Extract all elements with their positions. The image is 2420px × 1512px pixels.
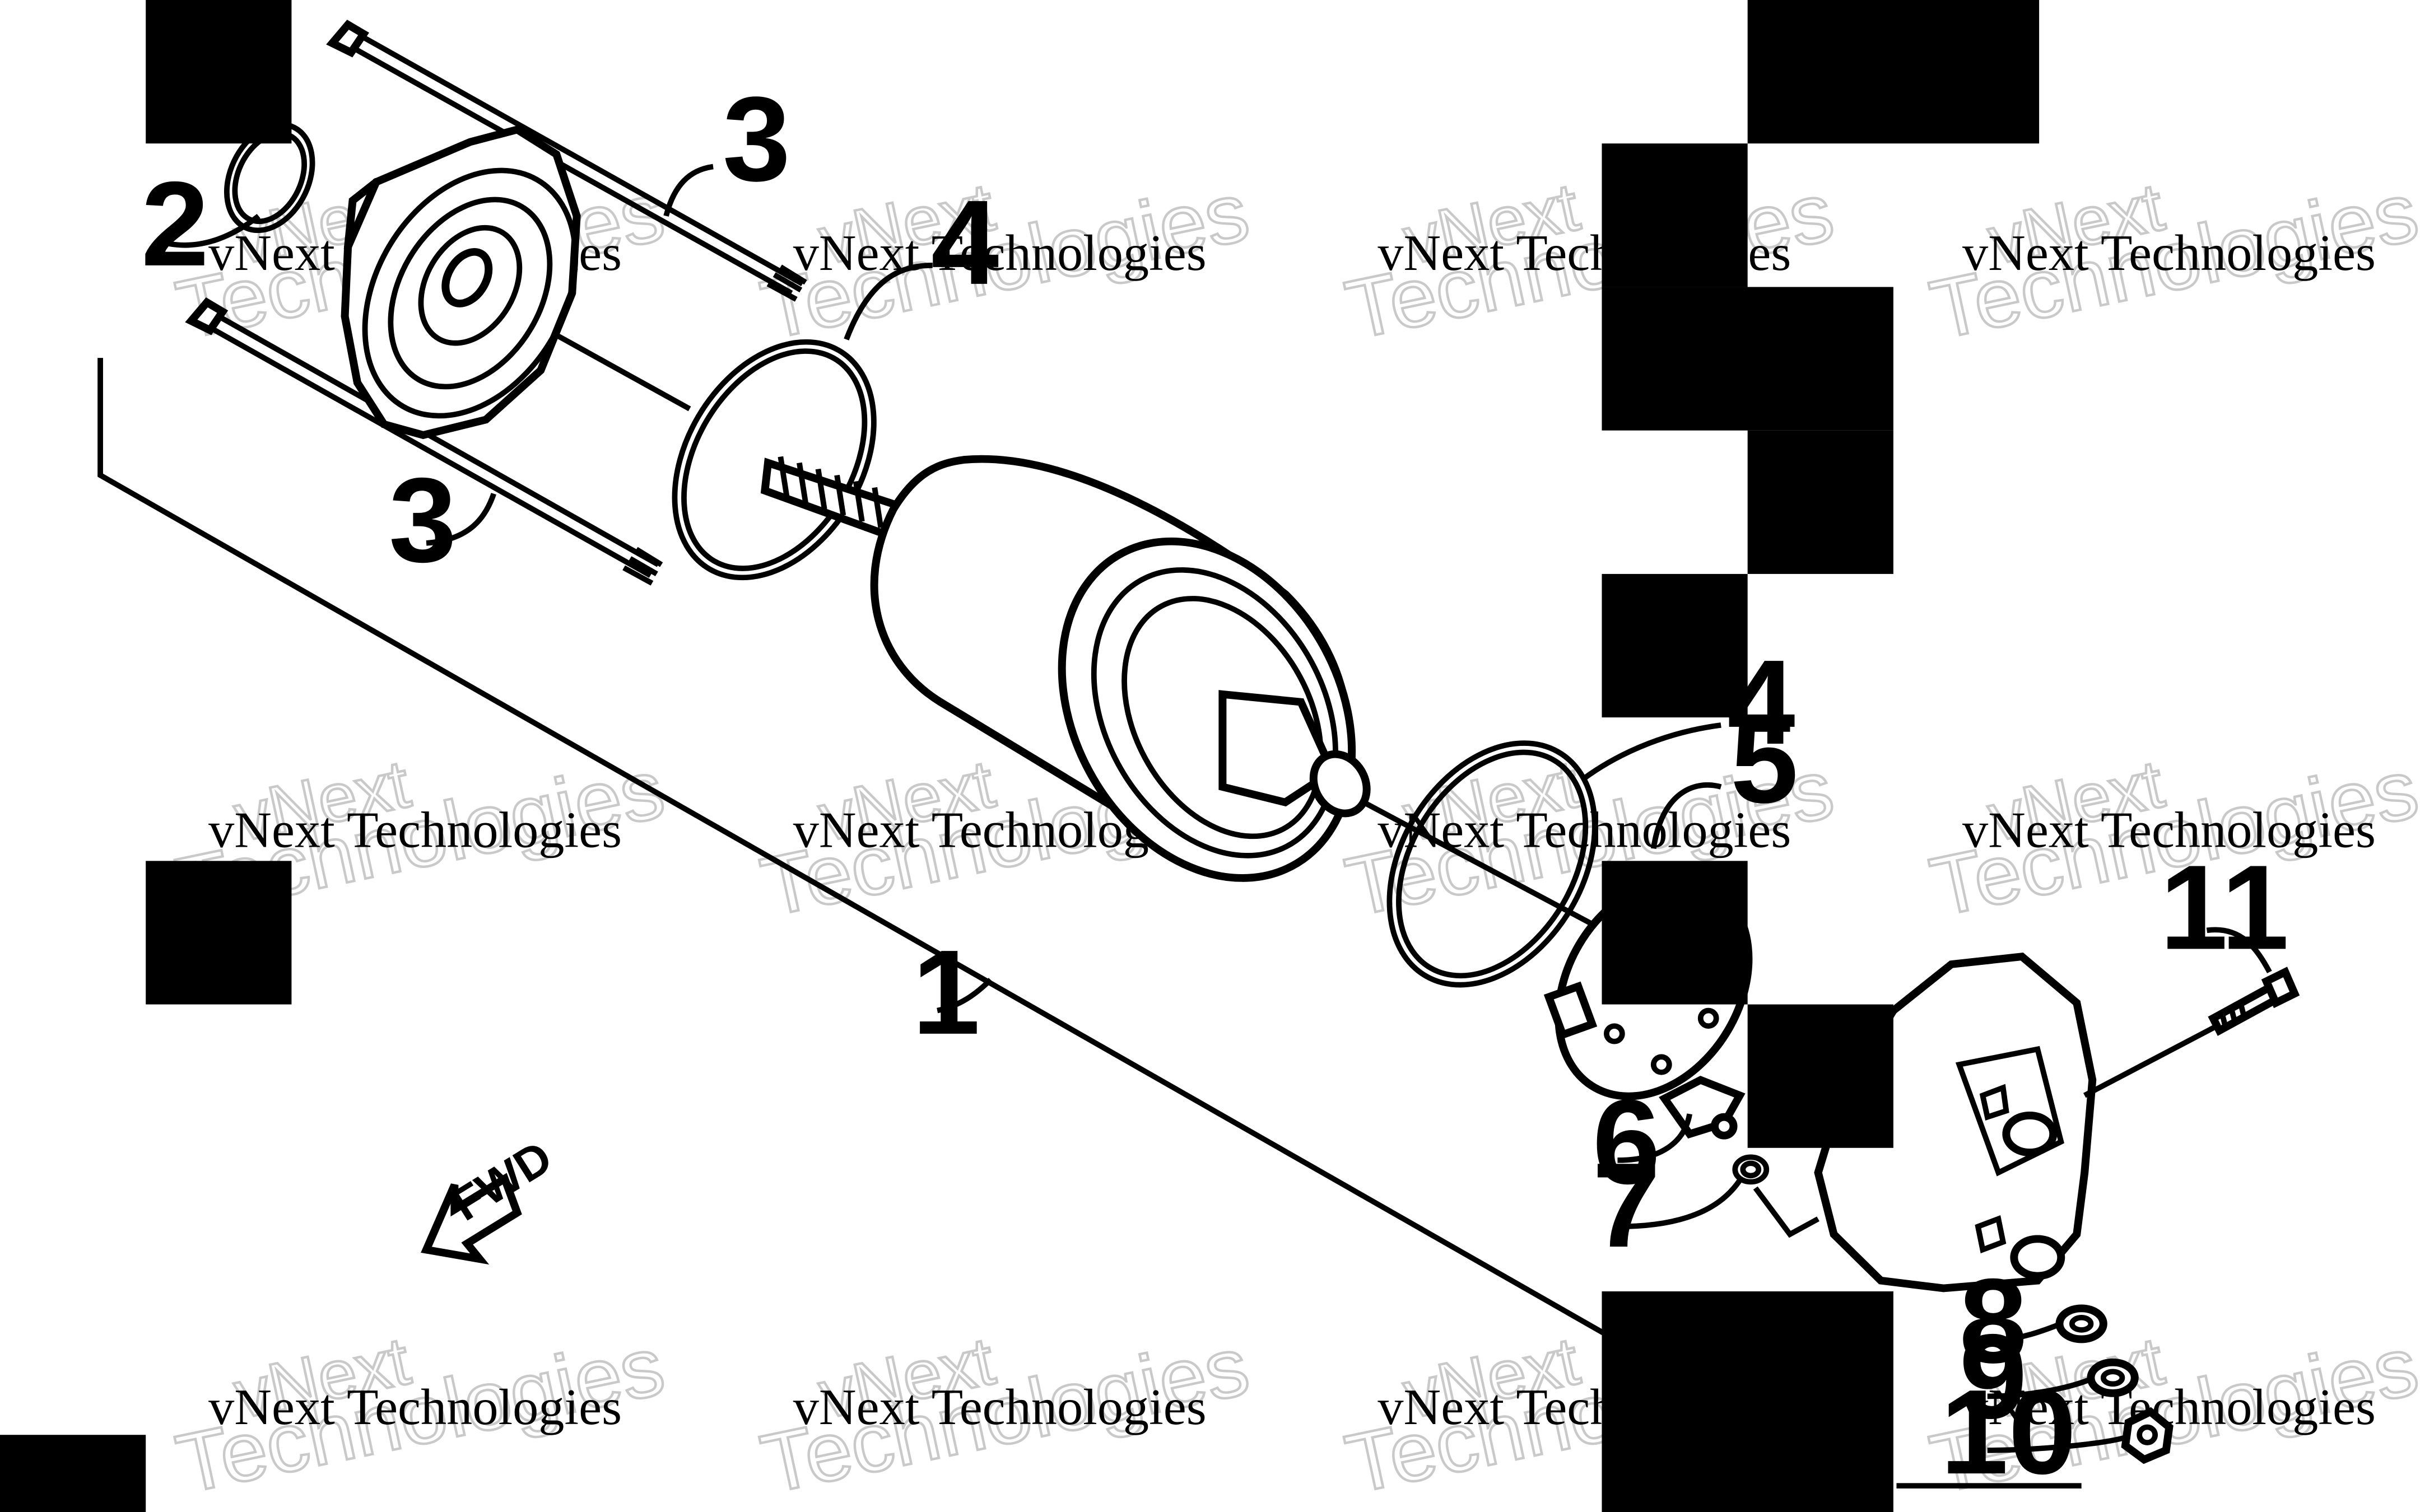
- front-end-cover: [341, 125, 581, 440]
- washer-9: [2087, 1358, 2139, 1397]
- callout-number: 8: [1959, 1253, 2027, 1388]
- motor-armature: [760, 455, 1371, 882]
- callout-number: 7: [1593, 1138, 1660, 1272]
- axis-line: [2083, 1019, 2227, 1098]
- hex-nut: [2121, 1407, 2174, 1464]
- redaction-block: [1747, 1004, 1893, 1148]
- redaction-block: [1602, 861, 1748, 1005]
- redaction-block: [146, 0, 292, 144]
- through-bolt-lower: [185, 297, 663, 586]
- callout-number: 1: [912, 925, 980, 1059]
- redaction-block: [1602, 573, 1748, 718]
- watermark-text: vNext Technologies: [793, 1379, 1207, 1435]
- redaction-blocks: [0, 0, 2040, 1512]
- callout-number: 3: [389, 452, 457, 587]
- brush-clip: [1659, 1076, 1746, 1140]
- callout-number: 6: [1593, 1075, 1660, 1209]
- assembly-bracket-line: [97, 358, 1616, 1342]
- redaction-block: [1747, 0, 2040, 144]
- bracket-line: [1753, 1186, 1819, 1238]
- watermark-text: vNext Technologies: [1962, 801, 2376, 858]
- o-ring-large-lower: [1386, 740, 1598, 988]
- watermark-text: vNext Technologies: [208, 801, 622, 858]
- redaction-block: [0, 1435, 146, 1512]
- washer-8: [2055, 1304, 2107, 1343]
- callout-leaders: [169, 164, 2272, 1453]
- callout-number: 11: [2160, 840, 2289, 974]
- watermark-text: vNext Technologies: [1962, 225, 2376, 281]
- through-bolt-upper: [326, 20, 807, 302]
- redaction-block: [1602, 143, 1748, 287]
- callout-number: 9: [1959, 1309, 2027, 1443]
- washer-small: [1732, 1154, 1770, 1185]
- redaction-block: [146, 861, 292, 1005]
- callout-number: 4: [931, 175, 999, 309]
- callout-labels: 2 3 3 4 1 4 5 6 7 11 8 9 10: [141, 72, 2289, 1499]
- redaction-block: [1747, 430, 1893, 574]
- watermark-text: vNext Technologies: [208, 1379, 622, 1435]
- callout-number: 10: [1940, 1365, 2077, 1499]
- redaction-block: [1602, 287, 1893, 431]
- watermark-text: vNext Technologies: [793, 225, 1207, 281]
- long-bolt: [2208, 967, 2300, 1036]
- redaction-block: [1602, 1291, 1893, 1512]
- fwd-direction-arrow: FWD: [421, 1131, 561, 1265]
- callout-number: 2: [141, 156, 209, 291]
- callout-number: 3: [723, 72, 790, 206]
